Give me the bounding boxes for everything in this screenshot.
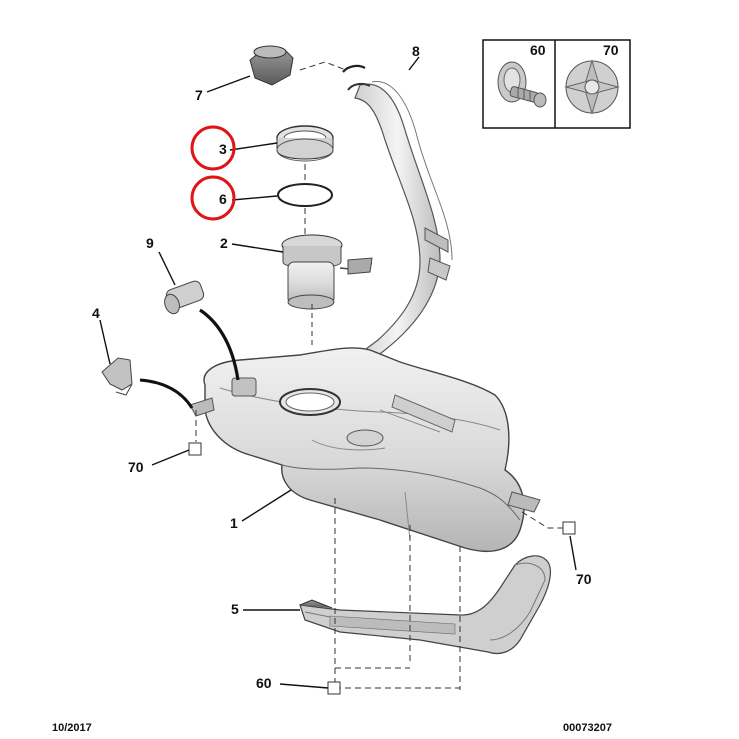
heat-shield	[299, 555, 552, 655]
callout-60: 60	[256, 675, 272, 691]
callout-9: 9	[146, 235, 154, 251]
callout-3: 3	[219, 141, 227, 157]
lock-ring	[276, 125, 334, 162]
assembly-guide-lines	[195, 61, 564, 690]
callout-1: 1	[230, 515, 238, 531]
callout-70-left: 70	[128, 459, 144, 475]
fastener-70-right-marker	[562, 521, 576, 535]
leader-lines	[99, 56, 577, 689]
inset-box: 60 70	[482, 39, 631, 129]
fastener-70-left-marker	[188, 442, 202, 456]
screw-60-icon	[497, 61, 547, 108]
highlight-circle-6	[190, 175, 236, 221]
inset-screw-label: 60	[530, 42, 546, 58]
filler-neck	[347, 81, 453, 373]
callout-4: 4	[92, 305, 100, 321]
footer-reference: 00073207	[563, 722, 612, 734]
inset-clip-label: 70	[603, 42, 619, 58]
clip-70-icon	[564, 59, 620, 115]
tank-cap	[249, 45, 294, 86]
highlight-circle-3	[190, 125, 236, 171]
callout-8: 8	[412, 43, 420, 59]
seal-ring	[277, 183, 333, 207]
filler-clip	[342, 64, 366, 73]
fuel-pump-module	[281, 234, 373, 345]
fuel-filter	[164, 280, 240, 381]
footer-date: 10/2017	[52, 722, 92, 734]
callout-2: 2	[220, 235, 228, 251]
callout-6: 6	[219, 191, 227, 207]
callout-70-right: 70	[576, 571, 592, 587]
callout-7: 7	[195, 87, 203, 103]
bracket	[101, 357, 194, 409]
callout-5: 5	[231, 601, 239, 617]
screw-60-marker	[327, 681, 341, 695]
